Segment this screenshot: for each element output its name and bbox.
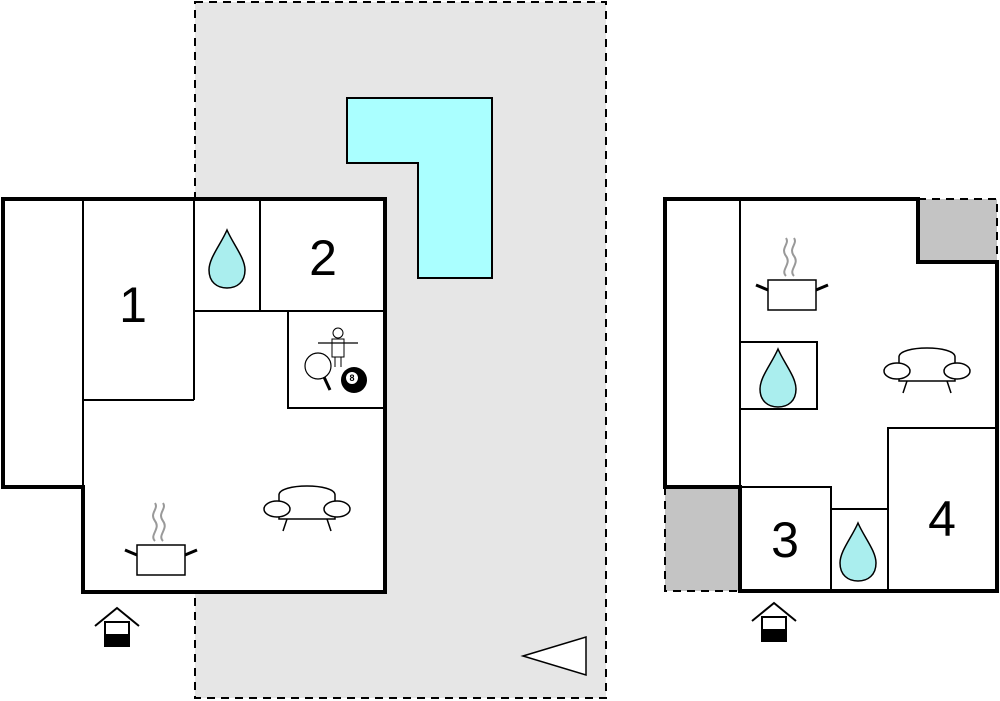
table-tennis-icon <box>304 352 332 391</box>
direction-arrow-icon <box>520 635 587 677</box>
room-label-4: 4 <box>928 491 956 547</box>
floor-plan-upper: 3 4 <box>663 197 999 593</box>
swimming-pool <box>346 97 493 279</box>
upper-floor-outline <box>663 197 999 593</box>
room-label-3: 3 <box>771 512 799 568</box>
shaded-area-top <box>918 199 997 262</box>
games-room <box>287 310 386 409</box>
room-4-walls <box>887 427 997 591</box>
table-football-icon <box>318 327 358 367</box>
shaded-area-bottom <box>665 487 740 591</box>
room-3-walls <box>740 486 832 591</box>
entrance-icon <box>94 607 140 647</box>
bathroom-upper <box>739 341 818 410</box>
shaded-bottom-dash <box>664 487 740 592</box>
room-label-1: 1 <box>119 277 147 333</box>
svg-text:8: 8 <box>349 373 354 383</box>
room-label-2: 2 <box>309 230 337 286</box>
floor-plan-ground: 1 2 8 <box>1 197 387 594</box>
billiard-ball-icon: 8 <box>341 367 367 393</box>
ground-floor-outline <box>1 197 387 594</box>
entrance-icon <box>751 602 797 642</box>
